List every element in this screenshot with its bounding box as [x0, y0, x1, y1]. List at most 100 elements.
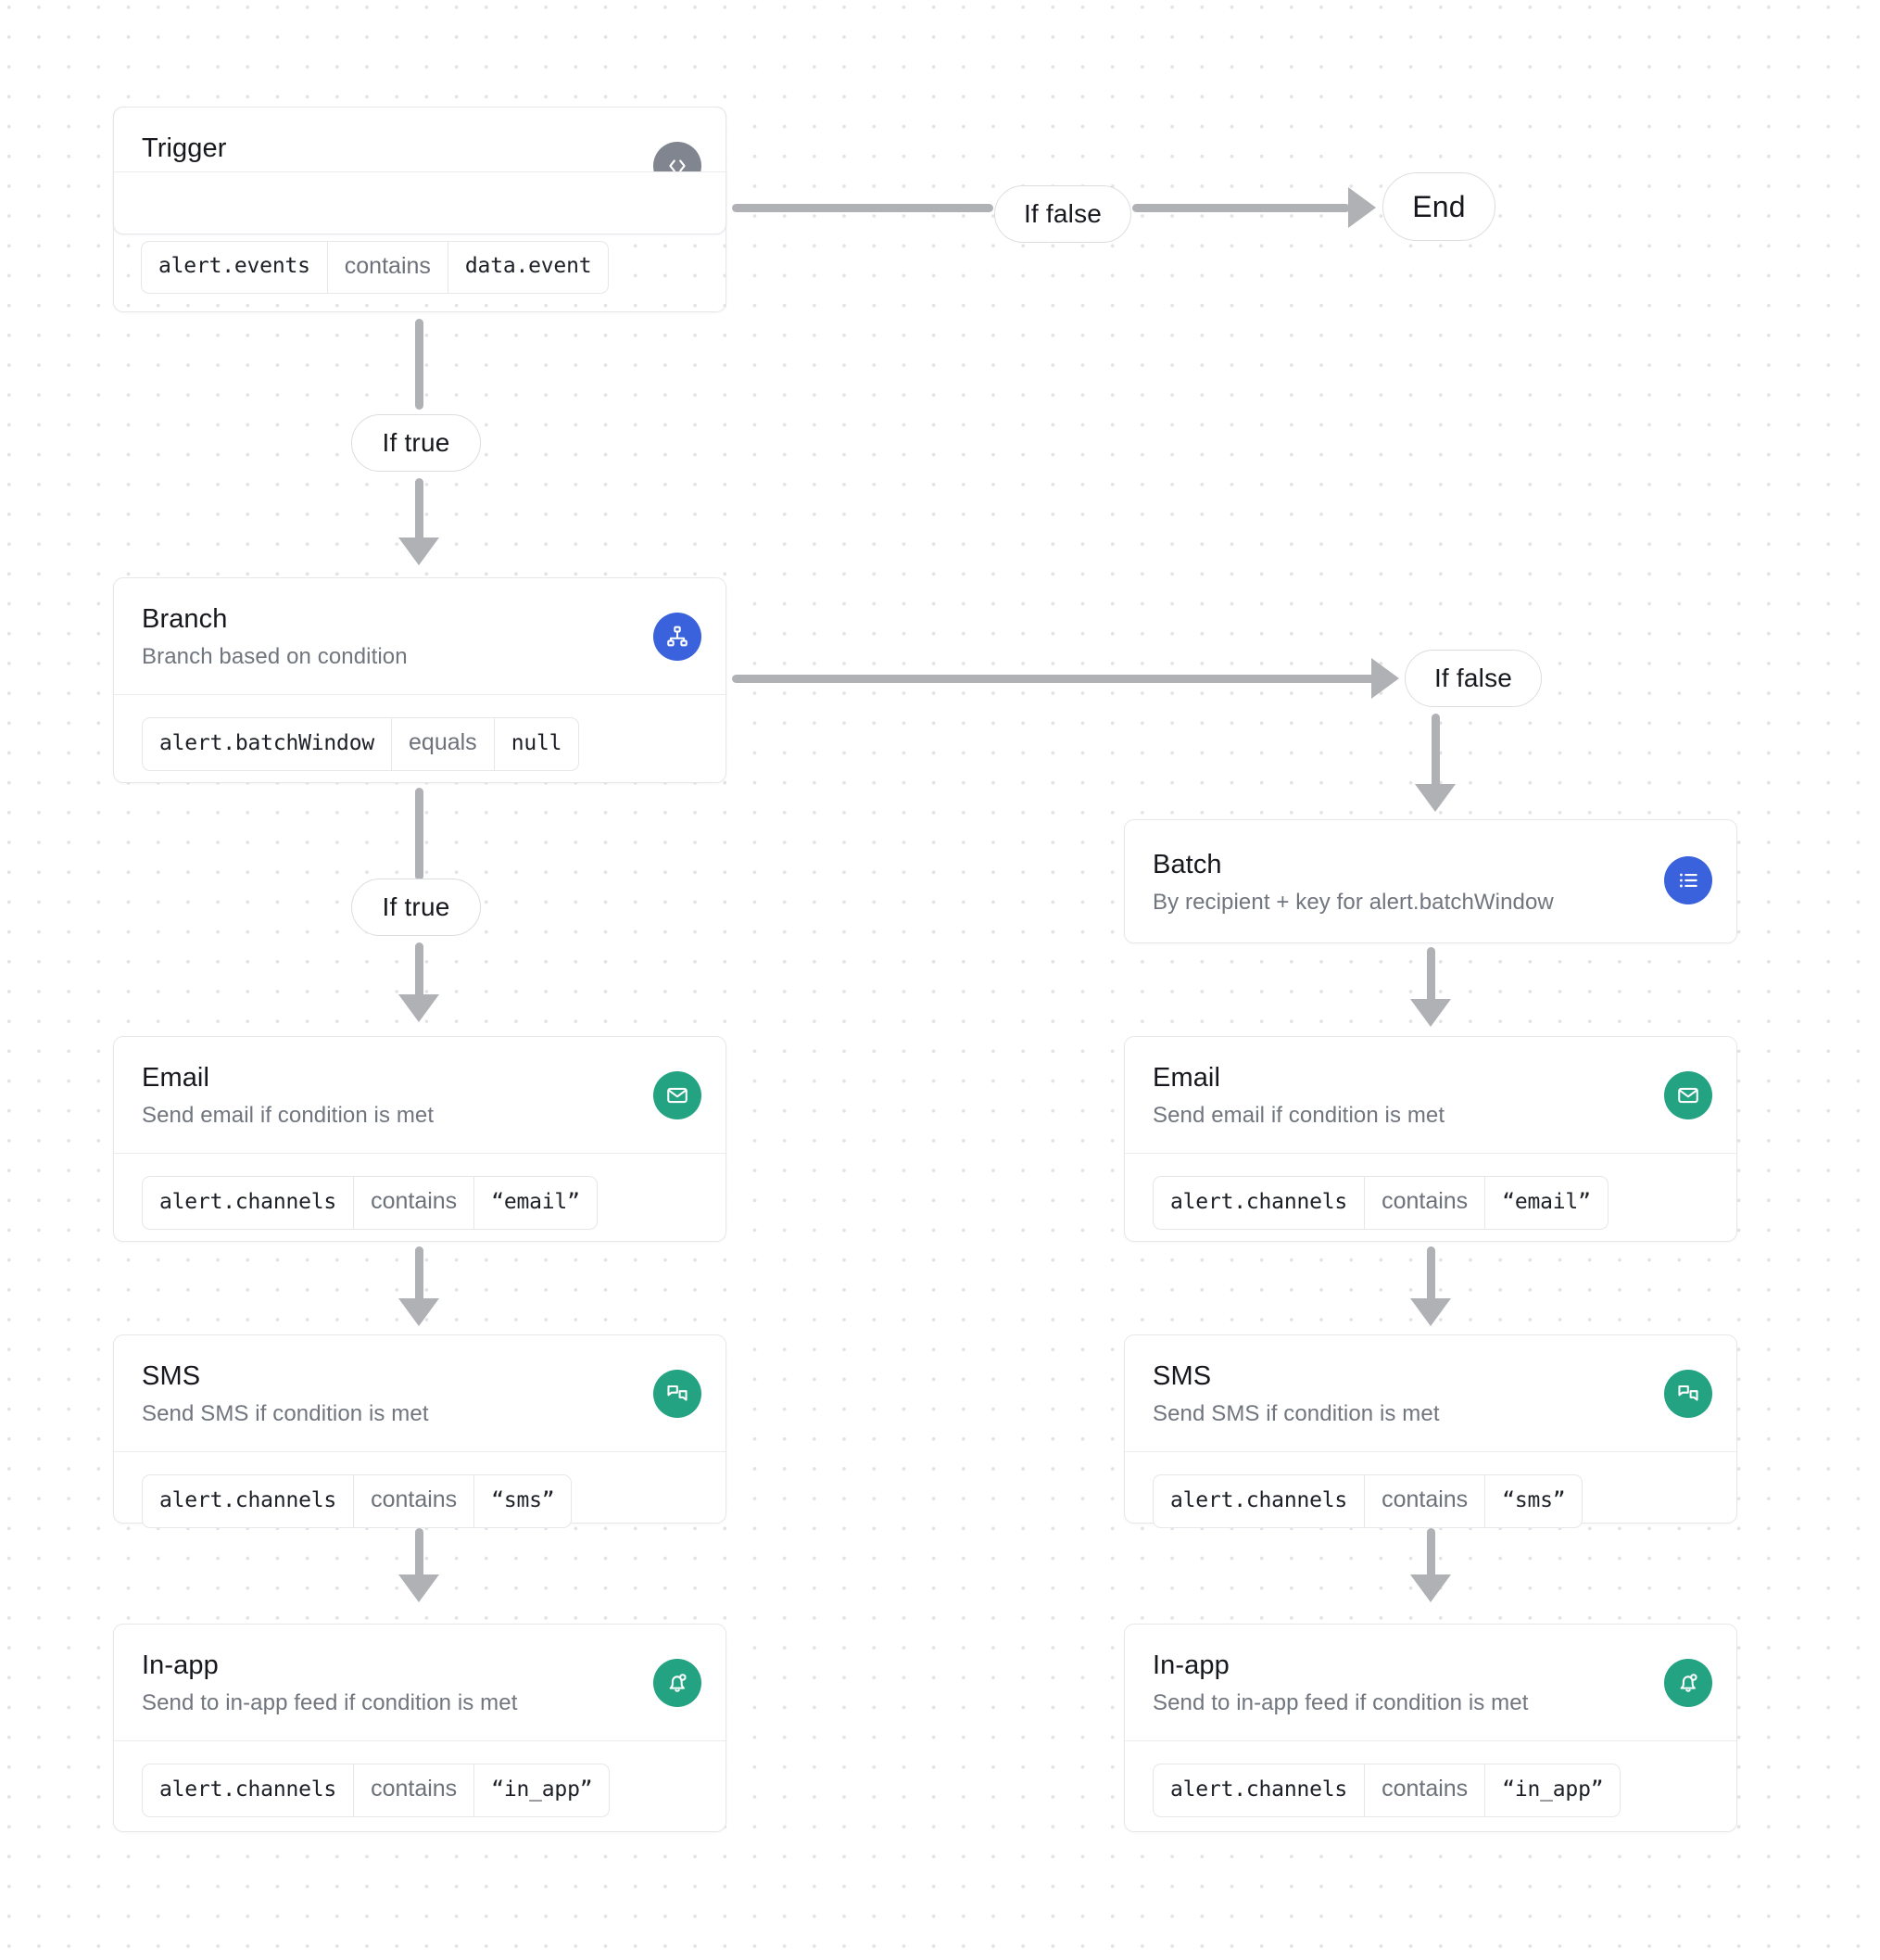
inapp-right-title: In-app: [1153, 1650, 1230, 1680]
inapp-left-card-header: In-app Send to in-app feed if condition …: [114, 1625, 726, 1740]
condition-value: “email”: [491, 1189, 580, 1214]
condition-field: alert.channels: [1170, 1777, 1348, 1802]
envelope-icon: [653, 1070, 701, 1119]
condition-value: “sms”: [491, 1487, 555, 1512]
edge-trigger-true-line-top: [415, 319, 423, 410]
edge-batch-to-email-line: [1427, 947, 1435, 1005]
node-card-sms-left[interactable]: SMS Send SMS if condition is met alert.c…: [113, 1334, 726, 1528]
sms-left-card-header: SMS Send SMS if condition is met: [114, 1335, 726, 1451]
edge-label-trigger-true[interactable]: If true: [351, 414, 481, 472]
edge-arrowhead-to-batch: [1415, 784, 1456, 812]
batch-subtitle: By recipient + key for alert.batchWindow: [1153, 889, 1554, 915]
condition-operator: contains: [353, 1475, 475, 1527]
edge-label-branch-false[interactable]: If false: [1405, 650, 1542, 707]
condition-field: alert.channels: [1170, 1487, 1348, 1512]
condition-operator: contains: [1364, 1475, 1486, 1527]
edge-arrowhead-to-sms-right: [1410, 1298, 1451, 1326]
node-card-batch[interactable]: Batch By recipient + key for alert.batch…: [1124, 819, 1737, 943]
trigger-card-body-wrap: [113, 171, 726, 234]
edge-arrowhead-to-email-left: [398, 994, 439, 1022]
edge-branch-false-line: [732, 675, 1375, 683]
node-card-branch[interactable]: Branch Branch based on condition alert.b…: [113, 577, 726, 783]
inapp-left-title: In-app: [142, 1650, 219, 1680]
sms-left-subtitle: Send SMS if condition is met: [142, 1400, 429, 1426]
email-left-title: Email: [142, 1063, 210, 1093]
edge-email-to-sms-left-line: [415, 1246, 423, 1304]
email-left-card-header: Email Send email if condition is met: [114, 1037, 726, 1153]
email-left-divider: [114, 1153, 726, 1155]
edge-sms-to-inapp-right-line: [1427, 1528, 1435, 1580]
condition-operator: contains: [1364, 1177, 1486, 1229]
condition-value: “in_app”: [491, 1777, 593, 1802]
sms-right-divider: [1125, 1451, 1736, 1453]
edge-branch-false-line-down: [1432, 714, 1440, 790]
email-right-subtitle: Send email if condition is met: [1153, 1102, 1445, 1128]
condition-operator: contains: [326, 242, 448, 294]
envelope-icon: [1664, 1070, 1712, 1119]
inapp-left-card-body: alert.channels contains “in_app”: [114, 1741, 726, 1842]
node-card-sms-right[interactable]: SMS Send SMS if condition is met alert.c…: [1124, 1334, 1737, 1528]
condition-field: alert.batchWindow: [159, 730, 375, 755]
trigger-divider: [114, 171, 726, 172]
edge-label-trigger-false[interactable]: If false: [994, 185, 1131, 243]
node-card-email-right[interactable]: Email Send email if condition is met ale…: [1124, 1036, 1737, 1242]
condition-field: alert.channels: [159, 1777, 337, 1802]
condition-operator: contains: [353, 1764, 475, 1816]
node-card-inapp-right[interactable]: In-app Send to in-app feed if condition …: [1124, 1624, 1737, 1832]
condition-value: “email”: [1502, 1189, 1591, 1214]
condition-value: “in_app”: [1502, 1777, 1604, 1802]
condition-value: data.event: [464, 254, 592, 279]
condition-chip[interactable]: alert.channels contains “email”: [1153, 1176, 1609, 1230]
edge-label-branch-true[interactable]: If true: [351, 879, 481, 936]
list-icon: [1664, 855, 1712, 904]
node-card-inapp-left[interactable]: In-app Send to in-app feed if condition …: [113, 1624, 726, 1832]
trigger-card-frame: [113, 107, 726, 312]
email-right-card-body: alert.channels contains “email”: [1125, 1154, 1736, 1255]
condition-operator: contains: [353, 1177, 475, 1229]
edge-trigger-true-line-bottom: [415, 478, 423, 543]
email-right-divider: [1125, 1153, 1736, 1155]
edge-arrowhead-to-branch: [398, 537, 439, 565]
condition-field: alert.channels: [159, 1189, 337, 1214]
sitemap-icon: [653, 612, 701, 661]
inapp-right-card-body: alert.channels contains “in_app”: [1125, 1741, 1736, 1842]
sms-left-card-body: alert.channels contains “sms”: [114, 1452, 726, 1553]
edge-arrowhead-to-end: [1348, 187, 1376, 228]
email-left-subtitle: Send email if condition is met: [142, 1102, 435, 1128]
sms-left-title: SMS: [142, 1361, 201, 1391]
condition-field: alert.channels: [1170, 1189, 1348, 1214]
inapp-right-divider: [1125, 1740, 1736, 1742]
edge-sms-to-inapp-left-line: [415, 1528, 423, 1580]
condition-chip[interactable]: alert.channels contains “sms”: [1153, 1474, 1583, 1528]
condition-chip[interactable]: alert.events contains data.event: [141, 241, 610, 295]
edge-arrowhead-to-sms-left: [398, 1298, 439, 1326]
condition-value: “sms”: [1502, 1487, 1566, 1512]
condition-chip[interactable]: alert.channels contains “email”: [142, 1176, 598, 1230]
email-left-card-body: alert.channels contains “email”: [114, 1154, 726, 1255]
branch-title: Branch: [142, 604, 228, 634]
node-end[interactable]: End: [1382, 172, 1495, 241]
trigger-title: Trigger: [142, 133, 227, 163]
chat-bubbles-icon: [1664, 1369, 1712, 1418]
condition-chip[interactable]: alert.channels contains “in_app”: [142, 1764, 611, 1817]
email-right-title: Email: [1153, 1063, 1221, 1093]
trigger-condition-row[interactable]: alert.events contains data.event: [141, 241, 610, 295]
edge-email-to-sms-right-line: [1427, 1246, 1435, 1304]
condition-chip[interactable]: alert.channels contains “sms”: [142, 1474, 573, 1528]
sms-right-subtitle: Send SMS if condition is met: [1153, 1400, 1440, 1426]
edge-arrowhead-to-branch-false: [1371, 658, 1399, 699]
condition-chip[interactable]: alert.channels contains “in_app”: [1153, 1764, 1621, 1817]
bell-notification-icon: [653, 1658, 701, 1707]
node-card-email-left[interactable]: Email Send email if condition is met ale…: [113, 1036, 726, 1242]
inapp-left-subtitle: Send to in-app feed if condition is met: [142, 1689, 518, 1715]
condition-chip[interactable]: alert.batchWindow equals null: [142, 717, 580, 771]
edge-branch-true-line-top: [415, 788, 423, 880]
bell-notification-icon: [1664, 1658, 1712, 1707]
edge-arrowhead-to-email-right: [1410, 999, 1451, 1027]
batch-card-header: Batch By recipient + key for alert.batch…: [1125, 820, 1736, 940]
branch-card-body: alert.batchWindow equals null: [114, 695, 726, 796]
condition-field: alert.events: [158, 254, 310, 279]
branch-subtitle: Branch based on condition: [142, 643, 408, 669]
condition-operator: equals: [391, 718, 495, 770]
